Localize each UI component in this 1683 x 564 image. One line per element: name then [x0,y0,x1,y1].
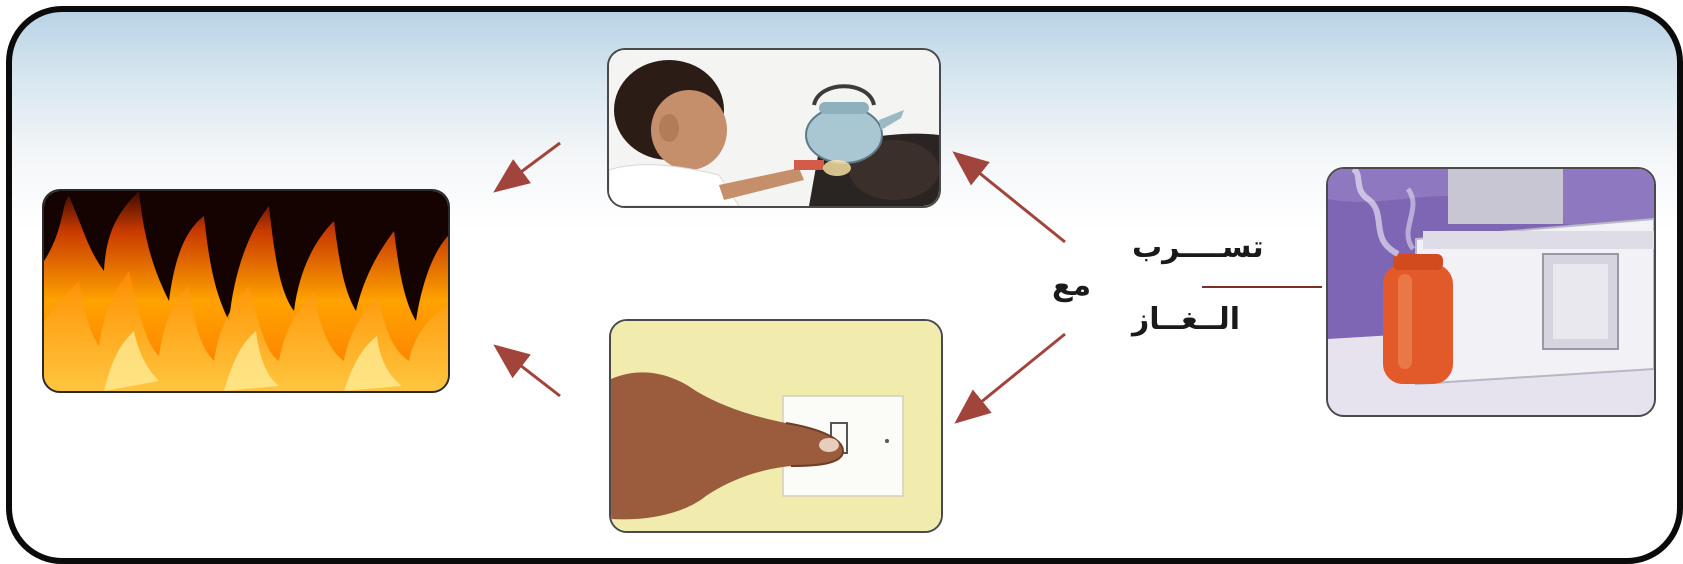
fire-image [42,189,450,393]
gas-leak-label-line1: تســــرب [1132,230,1264,265]
arrow-gas-to-stove [957,155,1065,242]
arrow-stove-to-fire [498,143,560,189]
gas-cylinder-stove-image [1326,167,1656,417]
arrow-gas-to-switch [959,334,1065,420]
diagram-frame: تســــرب الــغــاز مع [6,6,1683,564]
finger-pressing-switch-image [609,319,943,533]
arrow-switch-to-fire [498,348,560,396]
gas-leak-label-line2: الــغــاز [1132,302,1240,337]
with-label: مع [1052,268,1091,303]
boy-lighting-stove-image [607,48,941,208]
